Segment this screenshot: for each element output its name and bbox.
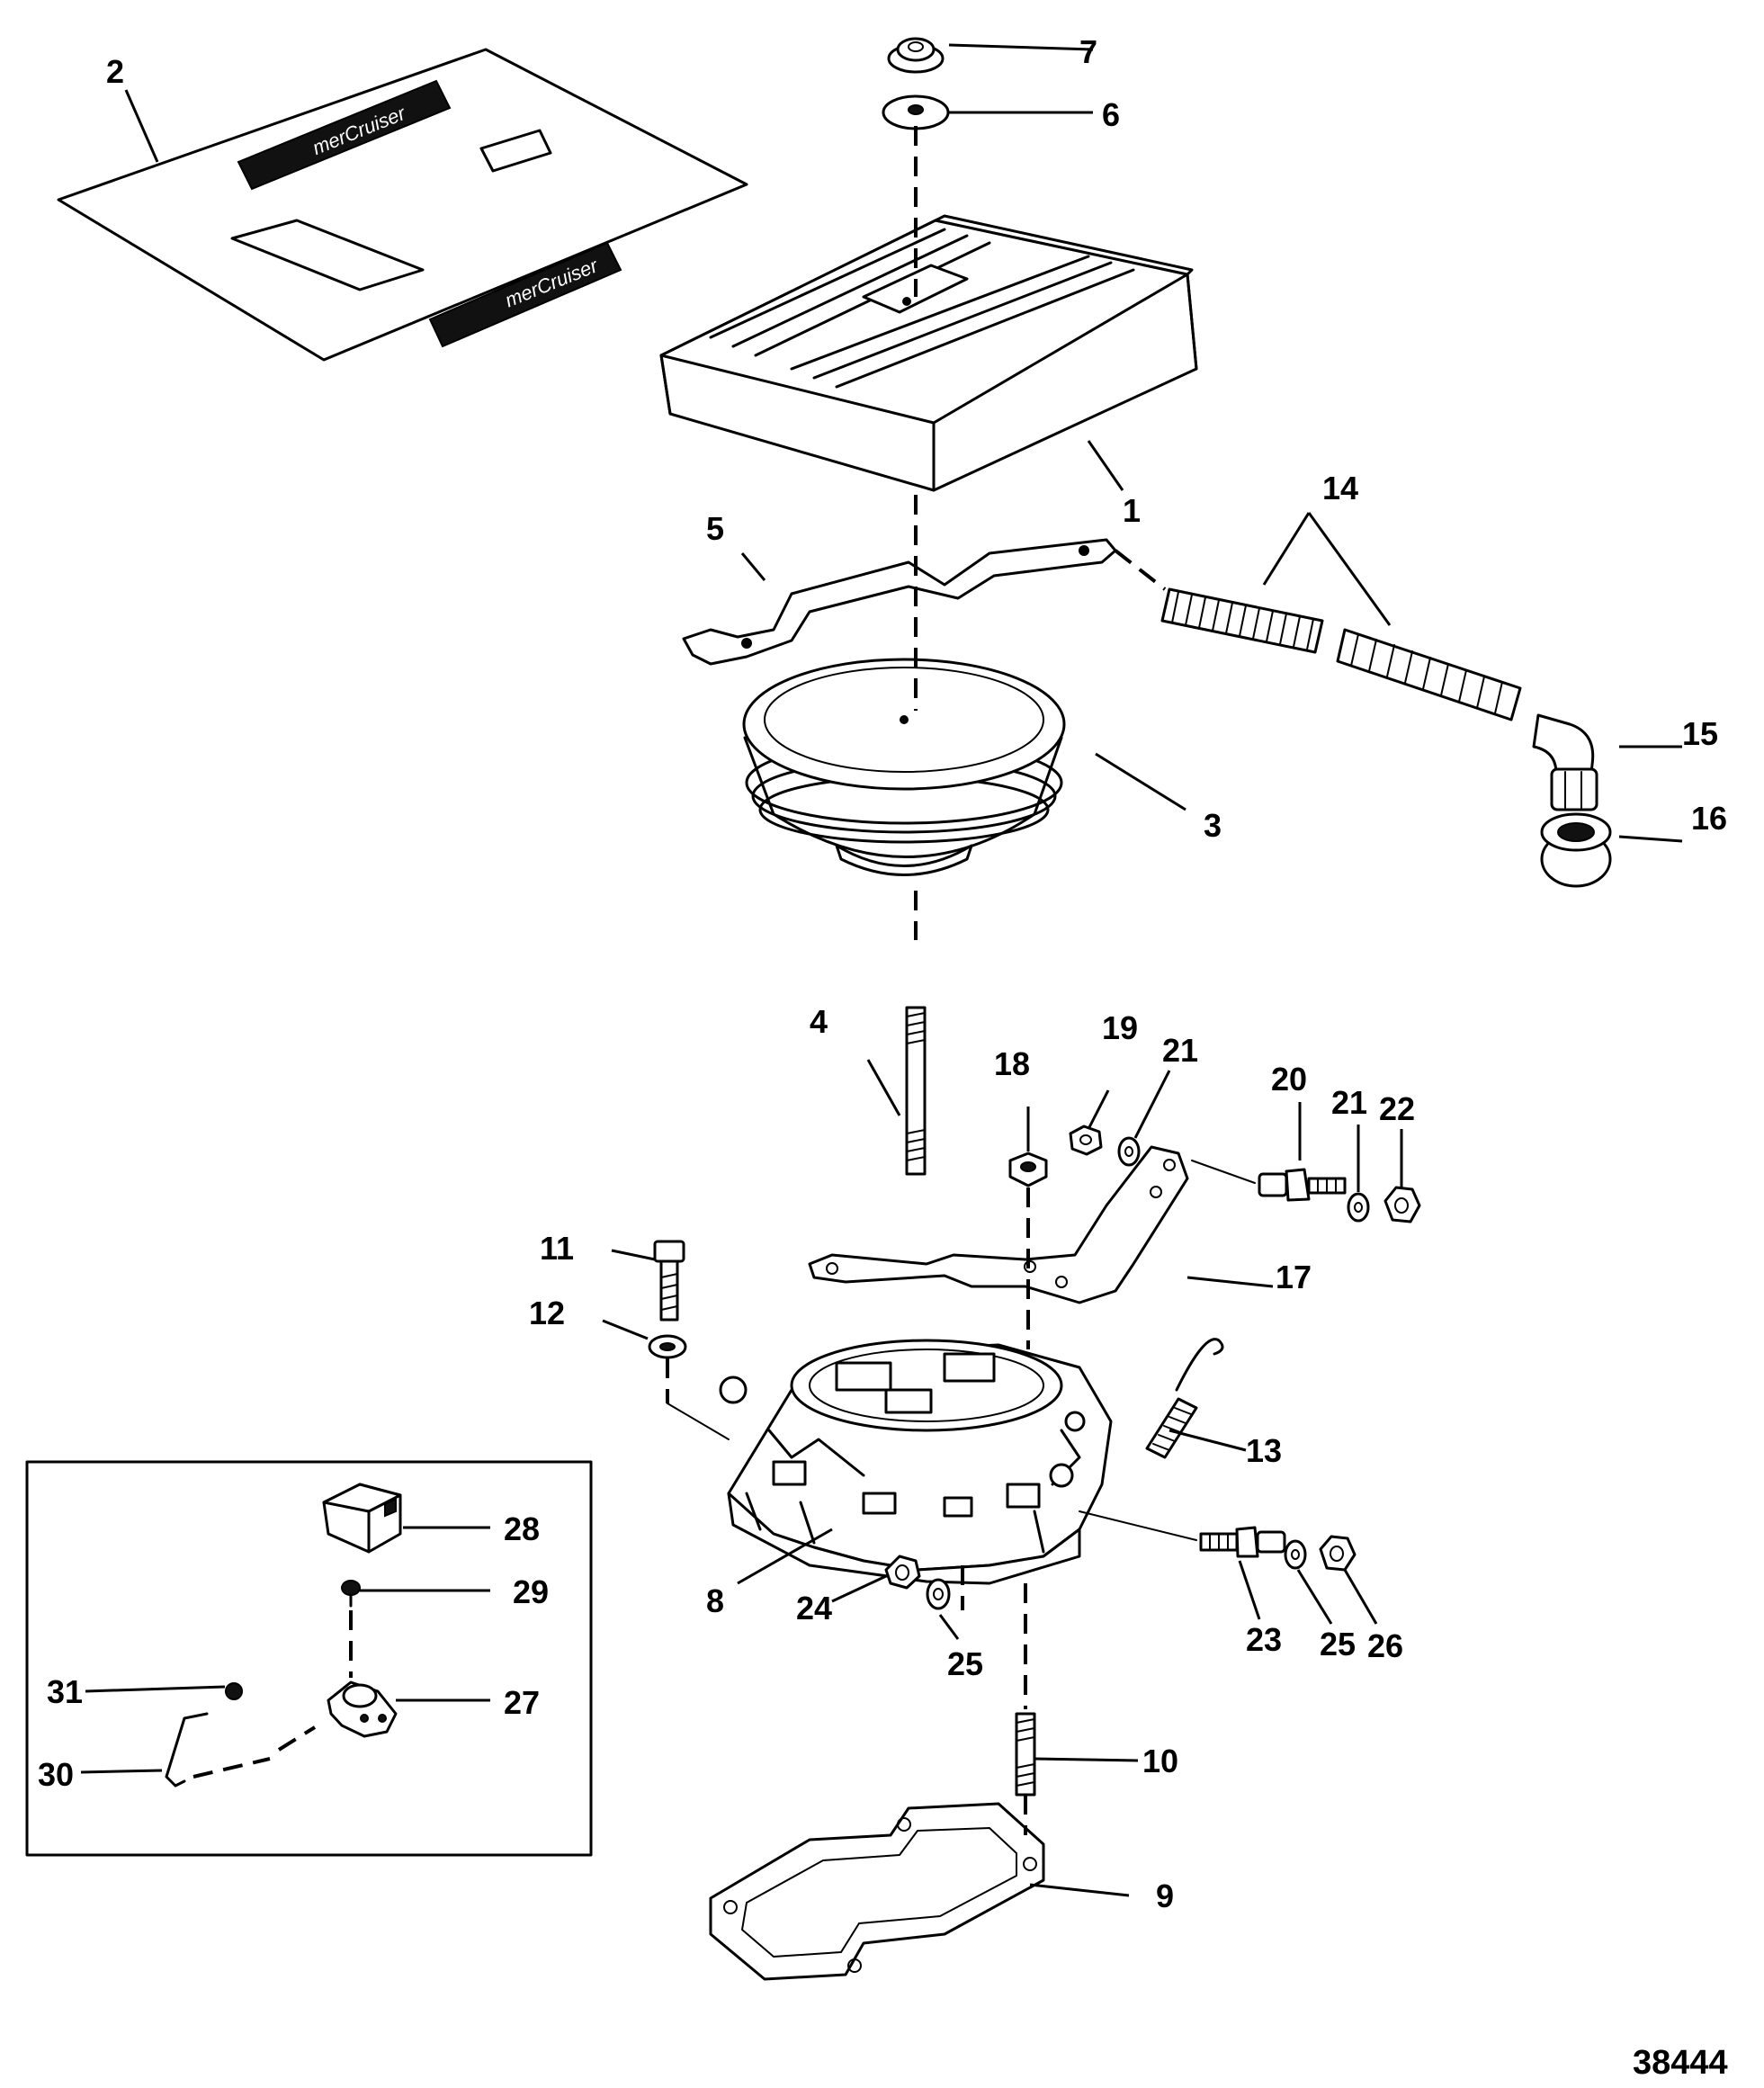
callout-21-top: 21 <box>1162 1032 1198 1069</box>
callout-14: 14 <box>1322 470 1358 506</box>
leader-lines <box>80 43 1683 1897</box>
callout-31: 31 <box>47 1673 83 1710</box>
nut-part-22 <box>1383 1186 1421 1223</box>
alignment-lines <box>193 126 1256 1835</box>
grommet-part-16 <box>1540 812 1612 888</box>
callout-7: 7 <box>1079 33 1097 70</box>
callout-10: 10 <box>1142 1743 1178 1779</box>
flame-arrestor <box>742 658 1066 876</box>
nut-part-26 <box>1319 1535 1357 1572</box>
callout-15: 15 <box>1682 715 1718 752</box>
ball-stud-part-23 <box>1199 1526 1286 1558</box>
figure-number: 38444 <box>1633 2044 1728 2082</box>
callout-1: 1 <box>1123 492 1141 529</box>
ball-stud-part-20 <box>1258 1168 1347 1202</box>
flame-arrestor-cover <box>659 214 1198 492</box>
decal-stripe-top <box>237 79 452 191</box>
vent-hoses <box>1160 587 1522 721</box>
washer-part-21-top <box>1117 1136 1141 1167</box>
callout-2: 2 <box>106 53 124 90</box>
washer-part-25-right <box>1284 1539 1307 1570</box>
callout-17: 17 <box>1276 1259 1312 1295</box>
stud-part-4 <box>905 1006 927 1176</box>
bolt-part-11 <box>653 1240 685 1322</box>
stud-part-10 <box>1015 1712 1036 1797</box>
callout-19: 19 <box>1102 1009 1138 1046</box>
gasket-part-9 <box>709 1802 1045 1981</box>
callout-16: 16 <box>1691 800 1727 837</box>
callout-28: 28 <box>504 1510 540 1547</box>
callout-5: 5 <box>706 510 724 547</box>
washer-part-21-right <box>1347 1192 1370 1223</box>
callout-9: 9 <box>1156 1877 1174 1914</box>
decal-stripe-bottom <box>428 241 622 348</box>
nut-part-24 <box>884 1555 921 1590</box>
callout-3: 3 <box>1204 807 1222 844</box>
carburetor-part-8 <box>719 1339 1113 1585</box>
bracket-part-5 <box>682 538 1117 666</box>
callout-25-left: 25 <box>947 1645 983 1682</box>
callout-6: 6 <box>1102 96 1120 133</box>
elbow-fitting-part-15 <box>1532 713 1598 811</box>
decal-sheet: merCruiser merCruiser <box>57 48 748 362</box>
callout-labels: 1 2 3 4 5 6 7 8 9 10 11 12 13 14 15 16 1… <box>38 33 1727 1914</box>
callout-23: 23 <box>1246 1621 1282 1658</box>
callout-21-right: 21 <box>1331 1084 1367 1121</box>
decal-large-window <box>230 219 425 291</box>
screw-part-29 <box>341 1580 361 1608</box>
washer-part-6 <box>882 94 950 130</box>
rod-part-30 <box>165 1712 209 1788</box>
callout-4: 4 <box>810 1003 828 1040</box>
inset-panel <box>25 1460 593 1857</box>
return-spring-part-13 <box>1145 1338 1224 1459</box>
nut-part-31 <box>225 1682 243 1700</box>
callout-30: 30 <box>38 1756 74 1793</box>
callout-26: 26 <box>1367 1627 1403 1664</box>
throttle-bracket-part-17 <box>808 1145 1189 1304</box>
nut-part-19 <box>1069 1125 1103 1156</box>
callout-29: 29 <box>513 1573 549 1610</box>
cover-part-28 <box>322 1483 402 1554</box>
callout-13: 13 <box>1246 1432 1282 1469</box>
callout-20: 20 <box>1271 1061 1307 1098</box>
washer-part-12 <box>648 1334 687 1359</box>
nut-part-7 <box>887 37 945 74</box>
washer-part-25-left <box>926 1578 951 1610</box>
nut-part-18 <box>1008 1152 1048 1187</box>
callout-24: 24 <box>796 1590 832 1626</box>
callout-22: 22 <box>1379 1090 1415 1127</box>
callout-12: 12 <box>529 1295 565 1331</box>
callout-8: 8 <box>706 1582 724 1619</box>
callout-11: 11 <box>540 1230 574 1267</box>
decal-small-window <box>479 129 552 173</box>
switch-part-27 <box>327 1680 398 1738</box>
callout-27: 27 <box>504 1684 540 1721</box>
callout-25-right: 25 <box>1320 1626 1356 1662</box>
callout-18: 18 <box>994 1045 1030 1082</box>
